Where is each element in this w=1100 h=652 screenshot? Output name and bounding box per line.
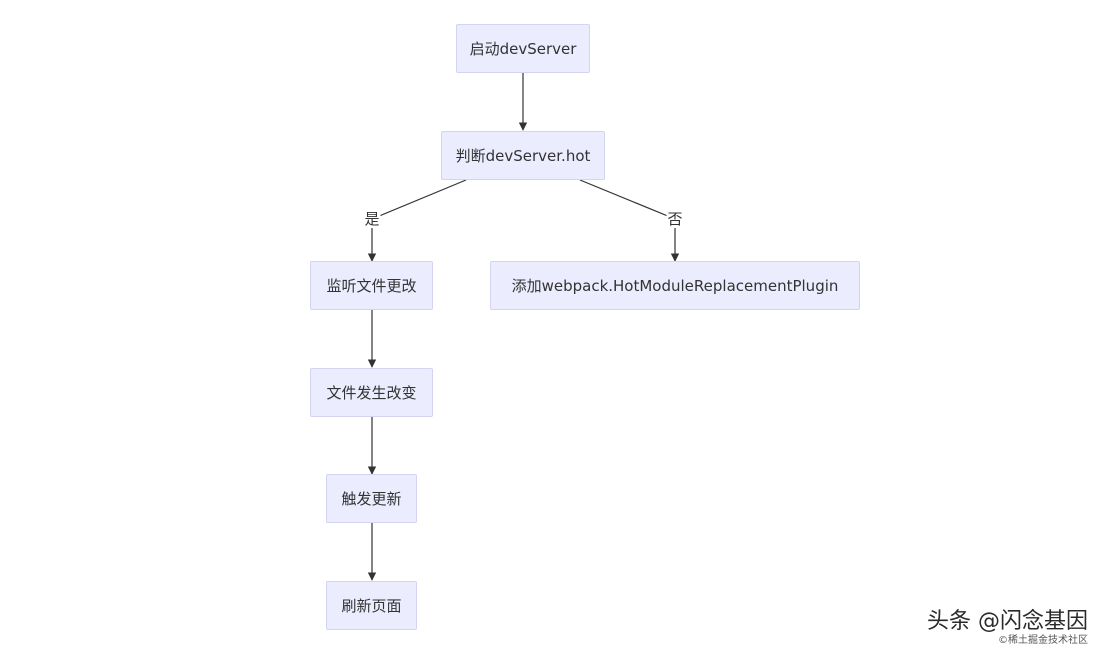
node-add-hmr-plugin: 添加webpack.HotModuleReplacementPlugin (490, 261, 860, 310)
node-file-changed: 文件发生改变 (310, 368, 433, 417)
node-start: 启动devServer (456, 24, 590, 73)
edge-label-yes: 是 (363, 210, 381, 228)
edge-check-to-watch (367, 179, 467, 262)
node-watch-files: 监听文件更改 (310, 261, 433, 310)
edge-label-no: 否 (666, 210, 684, 228)
node-trigger-update: 触发更新 (326, 474, 417, 523)
node-check-hot: 判断devServer.hot (441, 131, 605, 180)
watermark-subtext: ©稀土掘金技术社区 (998, 635, 1088, 646)
watermark-text: 头条 @闪念基因 (927, 609, 1088, 634)
edge-check-to-add-plugin (579, 179, 680, 262)
node-refresh-page: 刷新页面 (326, 581, 417, 630)
